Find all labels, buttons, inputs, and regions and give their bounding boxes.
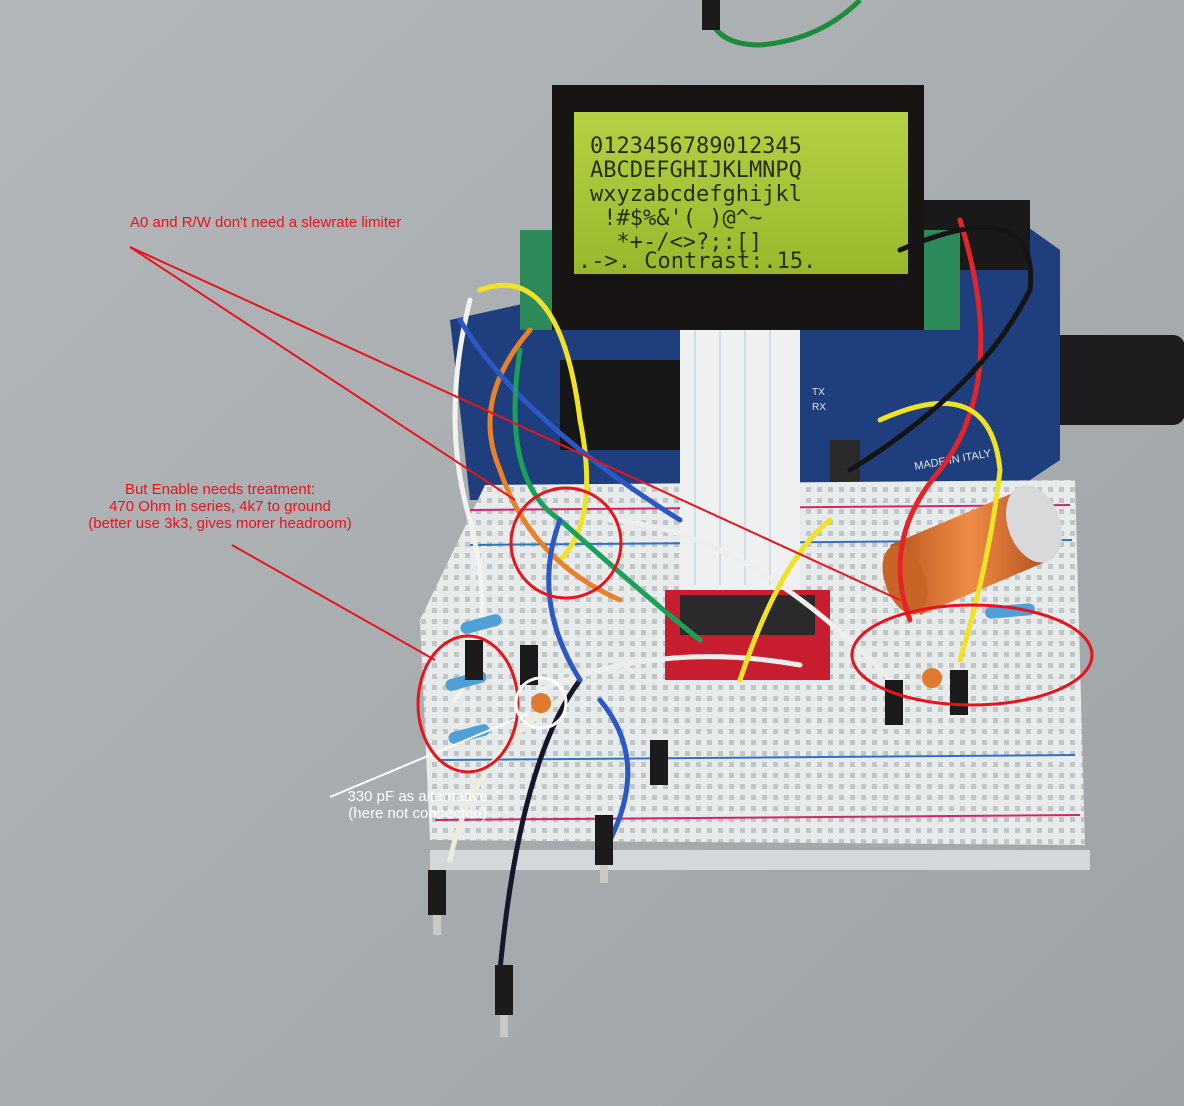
board-label-tx: TX [812, 387, 825, 398]
annotation-enable-line-1: But Enable needs treatment: [124, 481, 316, 498]
lcd-line-5: *+-/<>?;:[] [590, 230, 762, 255]
lcd-line-4: !#$%&'( )@^~ [590, 206, 762, 231]
lcd-module: 0123456789012345 ABCDEFGHIJKLMNPQ wxyzab… [520, 85, 960, 330]
highlight-circle-capacitor [514, 676, 568, 730]
lcd-line-1: 0123456789012345 [590, 134, 802, 159]
lcd-line-2: ABCDEFGHIJKLMNPQ [590, 158, 802, 183]
highlight-circle-top [509, 486, 623, 600]
board-label-rx: RX [812, 402, 826, 413]
ceramic-capacitor-left [531, 693, 551, 713]
highlight-circle-resistors [416, 634, 520, 774]
ceramic-capacitor-right [922, 668, 942, 688]
lcd-line-6: .->. Contrast:.15. [578, 249, 816, 274]
annotation-lines [129, 246, 901, 798]
ic-chip [680, 595, 815, 635]
annotation-enable: But Enable needs treatment: 470 Ohm in s… [40, 481, 400, 532]
jumper-plugs [428, 640, 968, 1015]
annotation-enable-line-3: (better use 3k3, gives morer headroom) [88, 515, 352, 532]
annotation-capacitor: 330 pF as alternative (here not connecte… [300, 788, 535, 822]
annotation-enable-line-2: 470 Ohm in series, 4k7 to ground [109, 498, 331, 515]
lcd-line-3: wxyzabcdefghijkl [590, 182, 802, 207]
electrolytic-capacitor [882, 485, 1063, 615]
flex-ribbon-cable [680, 325, 800, 590]
annotation-capacitor-line-1: 330 pF as alternative [347, 788, 488, 805]
annotation-a0-rw-text: A0 and R/W don't need a slewrate limiter [130, 214, 402, 231]
annotation-a0-rw: A0 and R/W don't need a slewrate limiter [130, 214, 401, 231]
top-wire-plug [702, 0, 720, 30]
annotation-capacitor-line-2: (here not connected) [348, 805, 487, 822]
pin-tips [433, 865, 608, 1037]
highlight-circle-right [850, 603, 1094, 707]
